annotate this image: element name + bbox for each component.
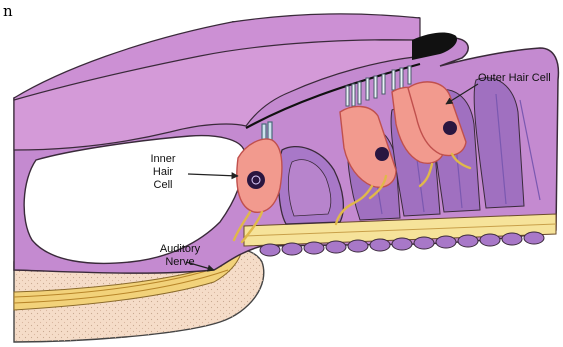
- label-inner-hair-cell: Inner Hair Cell: [138, 153, 188, 192]
- outer-hair-cell-1-nucleus: [375, 147, 389, 161]
- inner-hair-cell-nucleus: [247, 171, 265, 189]
- label-auditory-nerve: Auditory Nerve: [150, 243, 210, 269]
- label-outer-hair-cell: Outer Hair Cell: [478, 72, 551, 85]
- outer-hair-cell-3-nucleus: [443, 121, 457, 135]
